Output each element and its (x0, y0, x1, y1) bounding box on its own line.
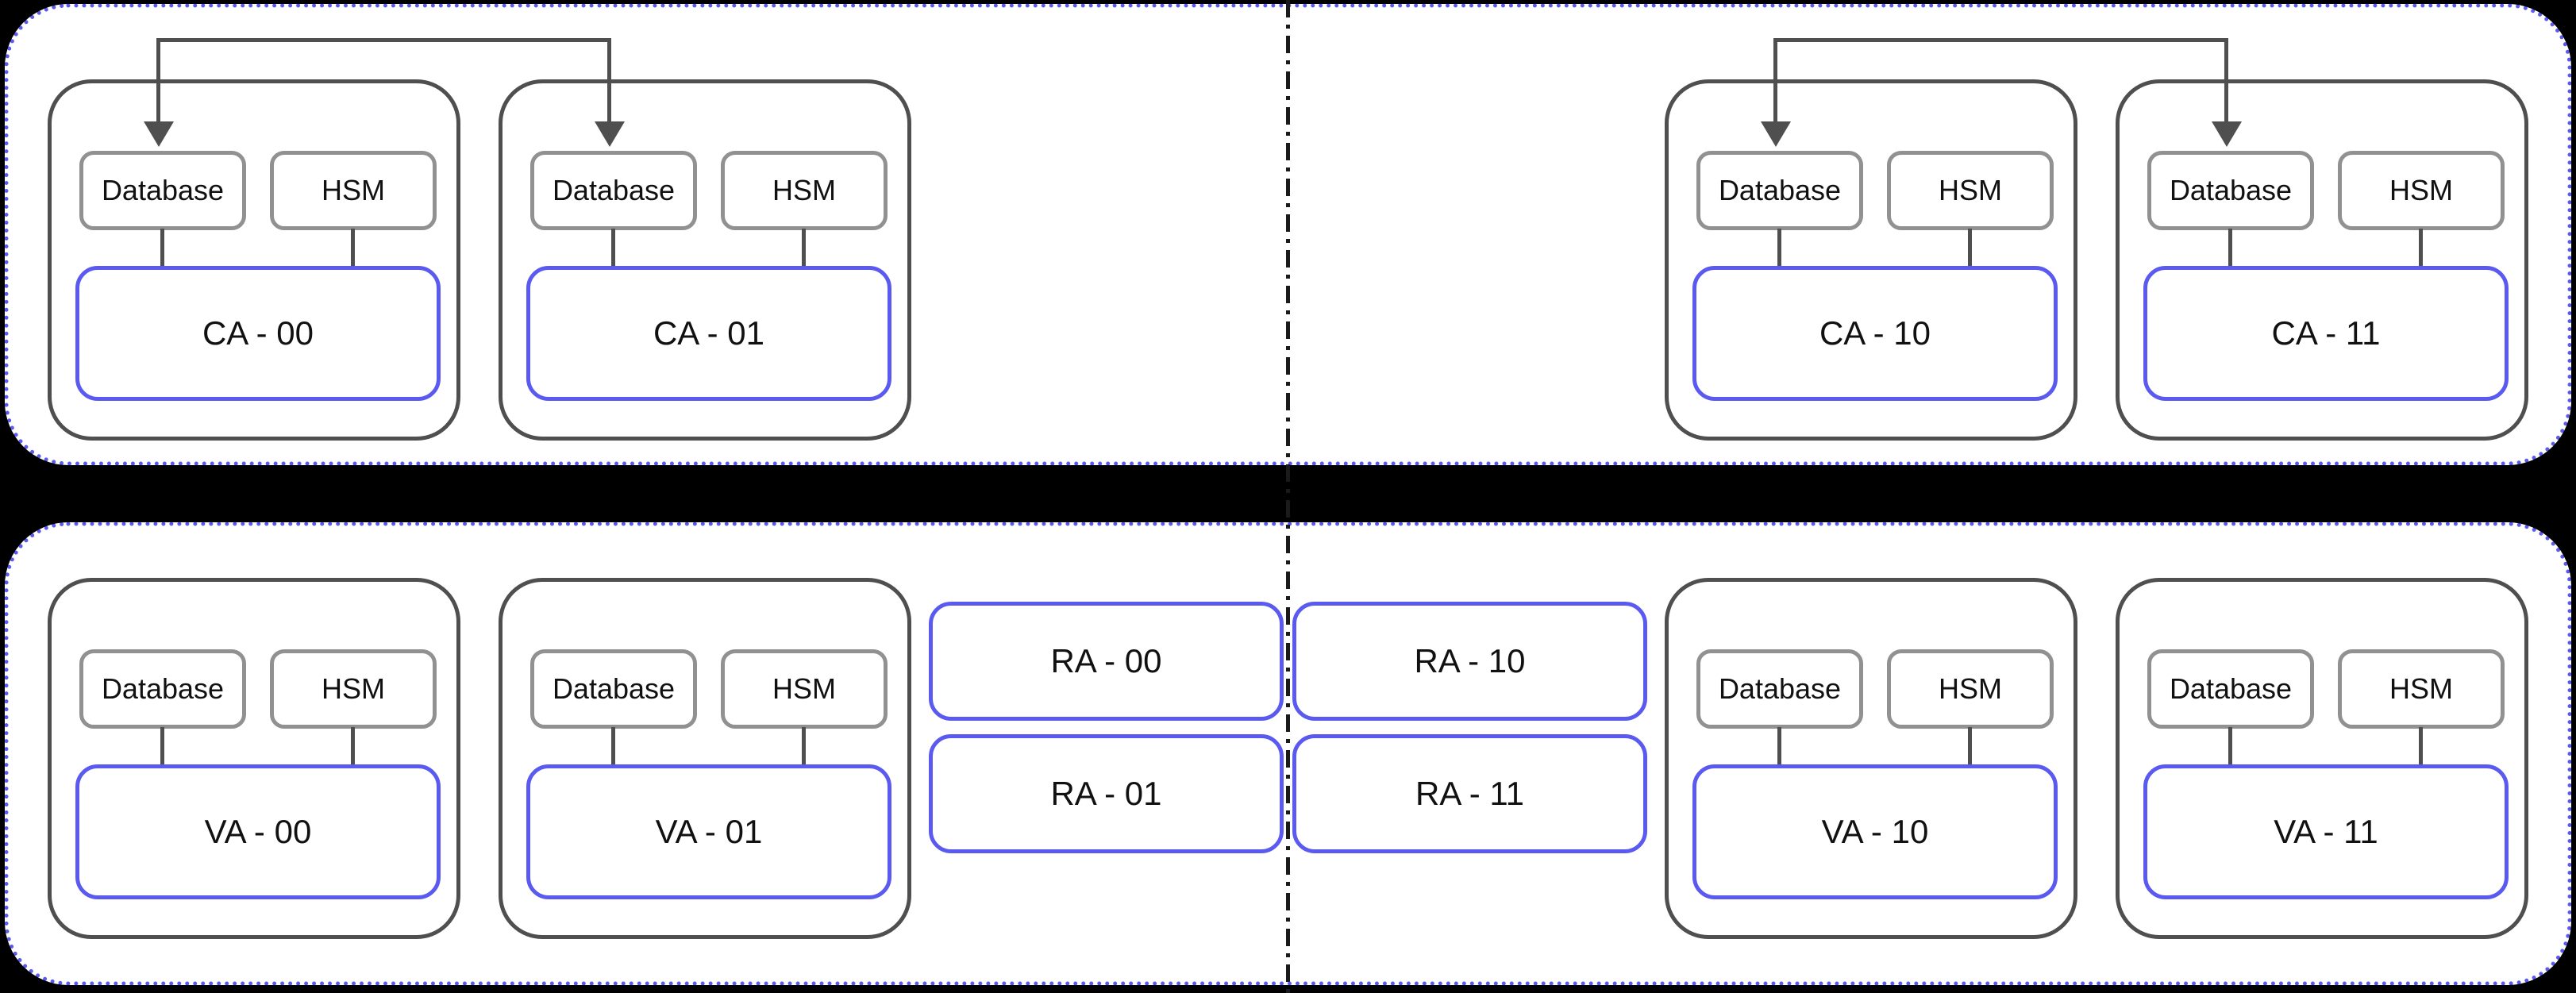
arrow-down-icon (144, 121, 174, 147)
database-connector-line (611, 727, 615, 767)
database-box: Database (1696, 151, 1863, 230)
hsm-label: HSM (322, 672, 385, 705)
node-ra-00: RA - 00 (929, 602, 1284, 721)
ca-01-label: CA - 01 (653, 314, 765, 352)
hsm-label: HSM (2389, 174, 2453, 206)
hsm-connector-line (351, 727, 355, 767)
hsm-box: HSM (721, 649, 888, 729)
database-box: Database (530, 649, 697, 729)
database-box: Database (2147, 151, 2314, 230)
group-ca-01: Database HSM CA - 01 (499, 79, 911, 441)
group-ca-10: Database HSM CA - 10 (1665, 79, 2077, 441)
group-va-10: Database HSM VA - 10 (1665, 578, 2077, 939)
database-label: Database (101, 174, 225, 206)
ra-01-label: RA - 01 (1050, 775, 1162, 812)
hsm-label: HSM (322, 174, 385, 206)
group-va-11: Database HSM VA - 11 (2116, 578, 2528, 939)
node-va-00: VA - 00 (75, 764, 441, 899)
database-box: Database (530, 151, 697, 230)
node-ra-11: RA - 11 (1292, 734, 1647, 853)
hsm-box: HSM (270, 649, 437, 729)
node-ra-10: RA - 10 (1292, 602, 1647, 721)
hsm-connector-line (802, 229, 806, 268)
node-va-01: VA - 01 (526, 764, 891, 899)
group-va-01: Database HSM VA - 01 (499, 578, 911, 939)
hsm-label: HSM (1939, 174, 2002, 206)
hsm-box: HSM (721, 151, 888, 230)
group-va-00: Database HSM VA - 00 (48, 578, 460, 939)
database-connector-line (2228, 727, 2232, 767)
database-connector-line (1777, 727, 1781, 767)
database-label: Database (1718, 174, 1842, 206)
arrow-down-icon (1761, 121, 1791, 147)
ra-10-label: RA - 10 (1414, 642, 1526, 679)
database-connector-line (2228, 229, 2232, 268)
database-box: Database (79, 649, 246, 729)
hsm-connector-line (351, 229, 355, 268)
node-ca-10: CA - 10 (1692, 266, 2058, 401)
node-ra-01: RA - 01 (929, 734, 1284, 853)
arrow-down-icon (595, 121, 625, 147)
hsm-connector-line (1968, 727, 1972, 767)
va-10-label: VA - 10 (1821, 813, 1929, 850)
node-va-11: VA - 11 (2143, 764, 2509, 899)
database-label: Database (2169, 672, 2293, 705)
database-box: Database (79, 151, 246, 230)
ca-11-label: CA - 11 (2271, 314, 2381, 352)
database-connector-line (160, 727, 164, 767)
hsm-box: HSM (270, 151, 437, 230)
ra-11-label: RA - 11 (1415, 775, 1524, 812)
hsm-label: HSM (772, 174, 836, 206)
group-ca-00: Database HSM CA - 00 (48, 79, 460, 441)
hsm-label: HSM (2389, 672, 2453, 705)
database-connector-line (1777, 229, 1781, 268)
ra-00-label: RA - 00 (1050, 642, 1162, 679)
database-label: Database (552, 672, 676, 705)
ca-10-label: CA - 10 (1819, 314, 1931, 352)
hsm-box: HSM (1887, 649, 2054, 729)
ca-db-replication-line-horizontal-left-site (156, 38, 611, 42)
hsm-connector-line (802, 727, 806, 767)
hsm-box: HSM (2338, 151, 2505, 230)
hsm-box: HSM (1887, 151, 2054, 230)
arrow-down-icon (2212, 121, 2242, 147)
hsm-connector-line (2419, 727, 2423, 767)
database-connector-line (160, 229, 164, 268)
group-ca-11: Database HSM CA - 11 (2116, 79, 2528, 441)
va-11-label: VA - 11 (2274, 813, 2378, 850)
va-01-label: VA - 01 (655, 813, 763, 850)
ca-db-replication-line-horizontal-right-site (1773, 38, 2228, 42)
database-label: Database (2169, 174, 2293, 206)
node-ca-00: CA - 00 (75, 266, 441, 401)
database-box: Database (2147, 649, 2314, 729)
hsm-box: HSM (2338, 649, 2505, 729)
site-boundary-divider-line (1286, 0, 1290, 993)
database-label: Database (552, 174, 676, 206)
node-ca-01: CA - 01 (526, 266, 891, 401)
database-box: Database (1696, 649, 1863, 729)
hsm-label: HSM (1939, 672, 2002, 705)
database-connector-line (611, 229, 615, 268)
hsm-connector-line (2419, 229, 2423, 268)
hsm-connector-line (1968, 229, 1972, 268)
va-00-label: VA - 00 (204, 813, 312, 850)
node-ca-11: CA - 11 (2143, 266, 2509, 401)
database-label: Database (1718, 672, 1842, 705)
database-label: Database (101, 672, 225, 705)
node-va-10: VA - 10 (1692, 764, 2058, 899)
ca-00-label: CA - 00 (202, 314, 314, 352)
hsm-label: HSM (772, 672, 836, 705)
